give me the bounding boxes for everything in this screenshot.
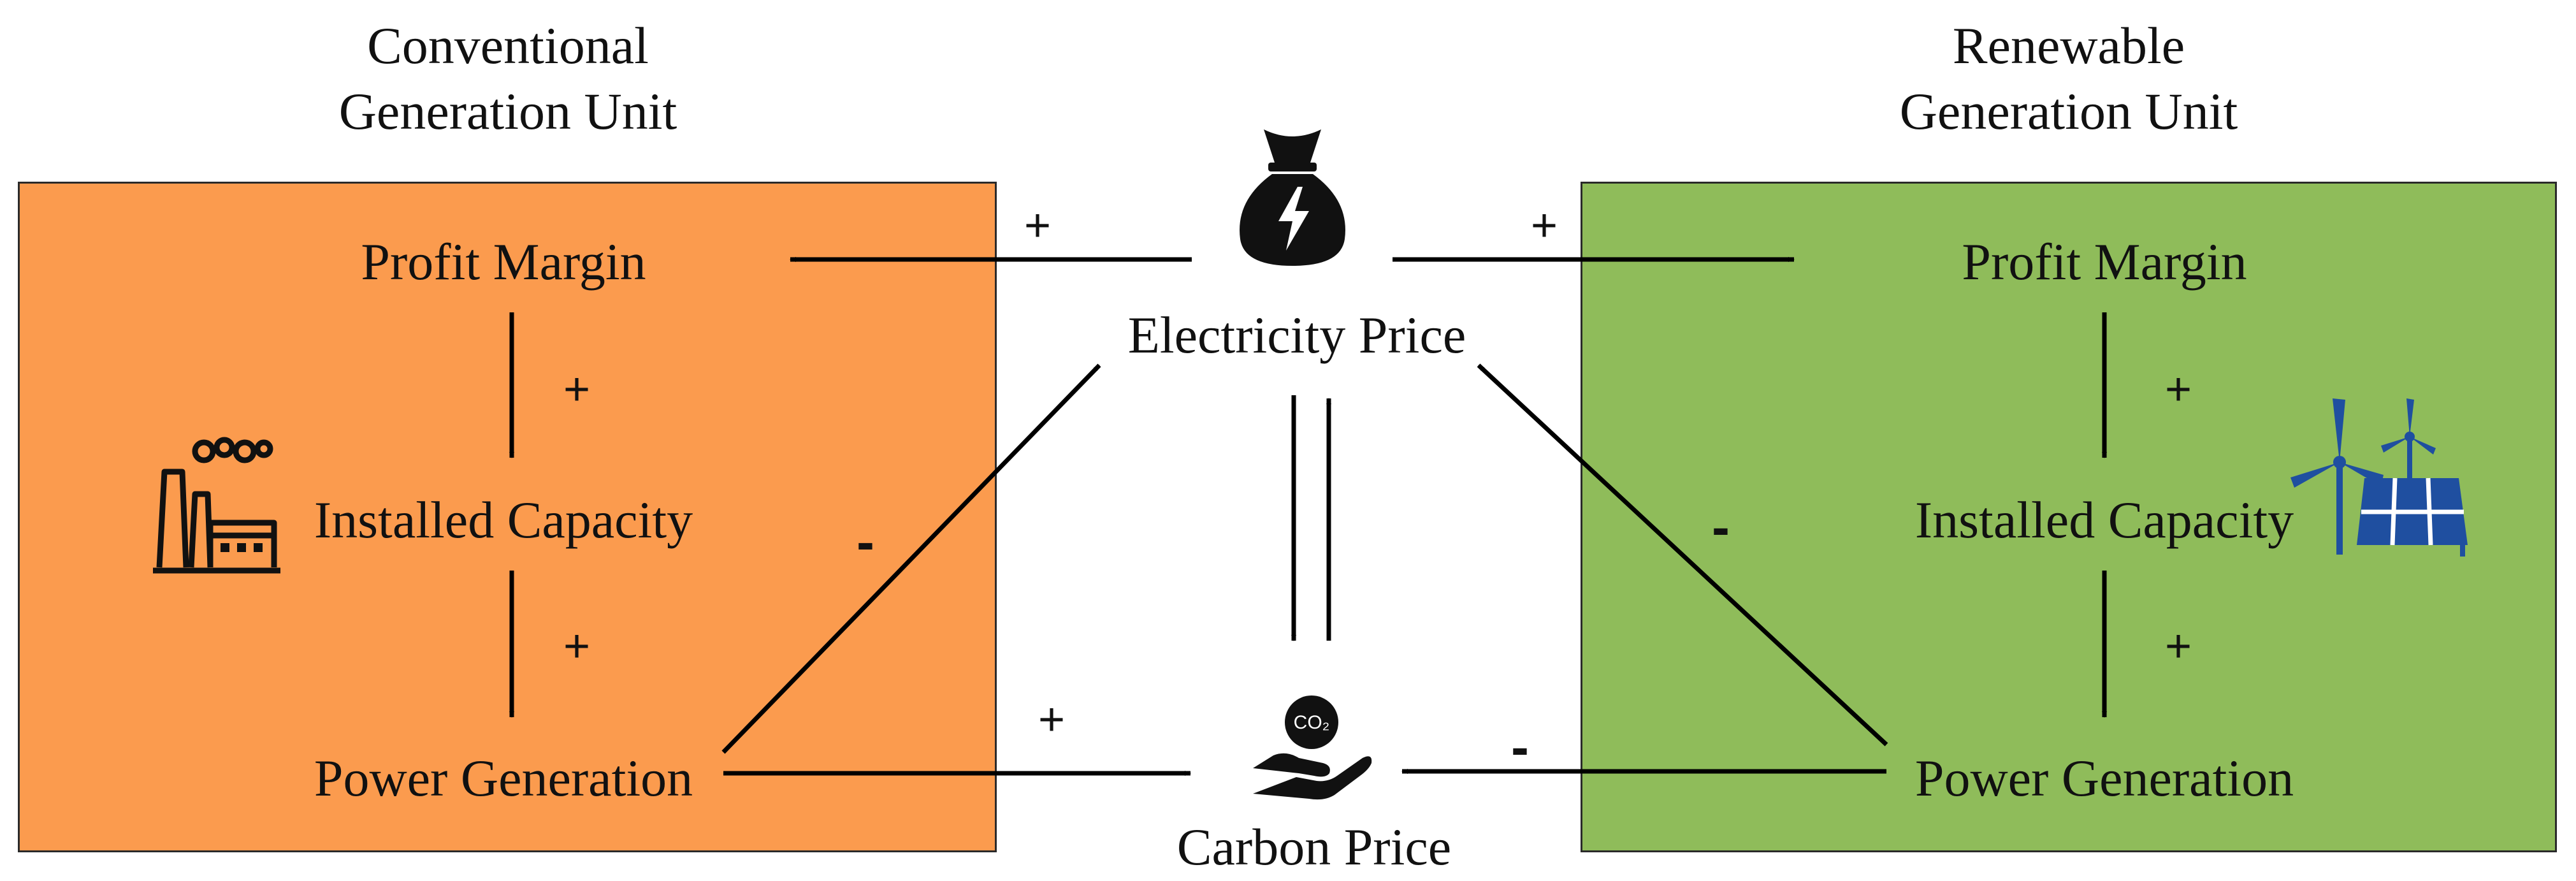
sign-conv-capacity-to-generation: + [563, 621, 591, 672]
ren-installed-capacity: Installed Capacity [1914, 491, 2294, 549]
renewable-heading-line2: Generation Unit [1899, 82, 2238, 141]
conv-installed-capacity: Installed Capacity [314, 491, 693, 549]
conv-power-generation: Power Generation [314, 749, 693, 807]
sign-conv-generation-to-price: - [857, 512, 874, 572]
sign-ren-capacity-to-generation: + [2164, 621, 2192, 672]
conventional-unit-box [18, 182, 997, 852]
electricity-price-label: Electricity Price [1127, 306, 1466, 364]
sign-conv-profit-to-capacity: + [563, 364, 591, 415]
sign-ren-profit-to-capacity: + [2164, 364, 2192, 415]
carbon-price-label: Carbon Price [1176, 818, 1452, 876]
conventional-heading-line2: Generation Unit [338, 82, 677, 141]
renewable-heading: Renewable Generation Unit [1900, 13, 2238, 145]
hand-co2-icon: CO₂ [1253, 695, 1372, 800]
sign-price-to-ren-profit: + [1530, 200, 1558, 251]
conv-profit-margin: Profit Margin [361, 233, 646, 291]
sign-ren-generation-to-carbon: - [1511, 717, 1529, 777]
conventional-heading: Conventional Generation Unit [339, 13, 677, 145]
renewable-heading-line1: Renewable [1952, 17, 2185, 75]
sign-price-to-conv-profit: + [1024, 200, 1052, 251]
factory-icon [153, 437, 280, 574]
conventional-heading-line1: Conventional [367, 17, 649, 75]
wind-solar-icon [2290, 398, 2468, 557]
ren-profit-margin: Profit Margin [1962, 233, 2247, 291]
sign-conv-generation-to-carbon: + [1038, 694, 1066, 745]
ren-power-generation: Power Generation [1914, 749, 2294, 807]
money-bag-lightning-icon [1240, 129, 1345, 266]
sign-ren-generation-to-price: - [1712, 497, 1730, 557]
co2-icon-label: CO₂ [1294, 712, 1330, 733]
arrow-conv-generation-to-price [721, 363, 1101, 754]
arrow-ren-generation-to-price [1477, 363, 1888, 746]
